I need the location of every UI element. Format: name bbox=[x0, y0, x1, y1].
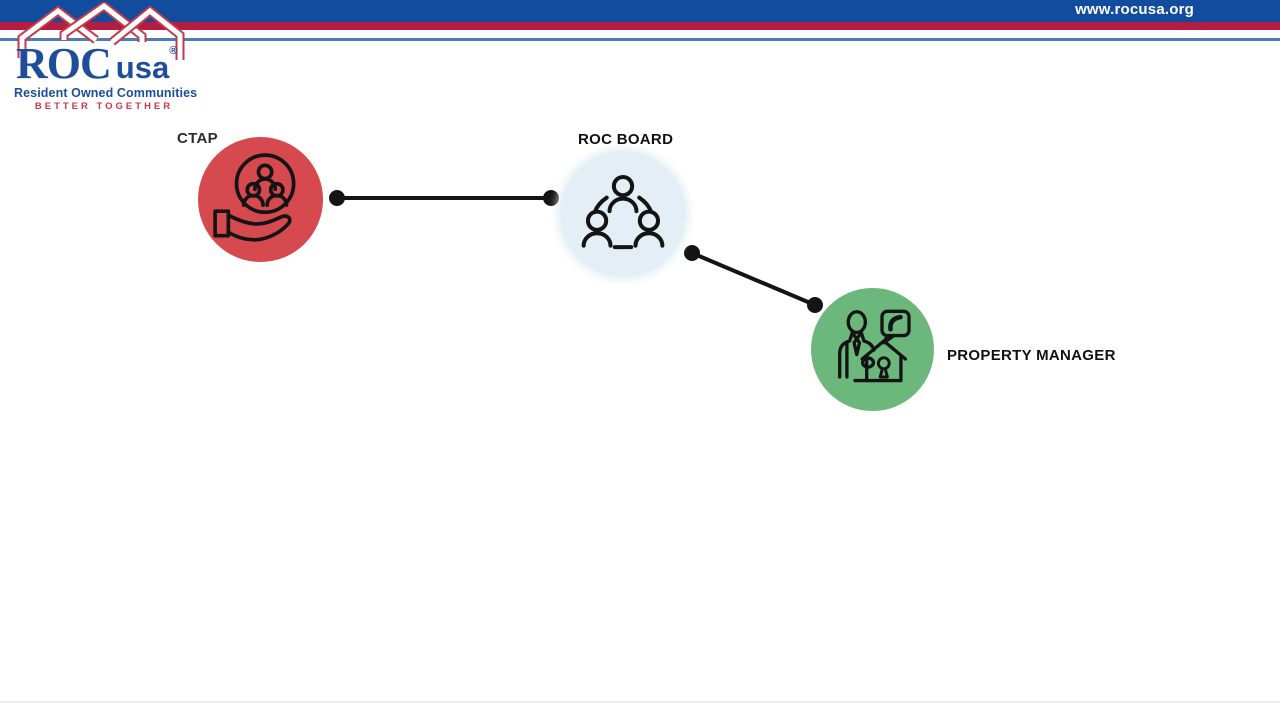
header-bar: www.rocusa.org bbox=[0, 0, 1280, 22]
logo-usa-text: usa bbox=[115, 50, 170, 85]
hand-holding-group-icon bbox=[212, 152, 295, 242]
header-blue-divider bbox=[0, 38, 1280, 41]
node-ctap bbox=[198, 137, 323, 262]
node-property-manager bbox=[811, 288, 934, 411]
website-url: www.rocusa.org bbox=[1075, 1, 1194, 18]
bottom-divider bbox=[0, 701, 1280, 703]
header-red-stripe bbox=[0, 22, 1280, 30]
team-network-icon bbox=[581, 175, 665, 250]
header-white-gap bbox=[0, 30, 1280, 38]
logo-roc-text: ROC bbox=[16, 39, 112, 88]
logo-tagline: Resident Owned Communities bbox=[14, 86, 198, 100]
registered-mark: ® bbox=[169, 45, 178, 57]
manager-phone-house-icon bbox=[837, 309, 911, 382]
node-label-ctap: CTAP bbox=[177, 130, 218, 147]
node-roc-board bbox=[560, 151, 686, 277]
node-label-property-manager: PROPERTY MANAGER bbox=[947, 347, 1116, 364]
logo-motto: BETTER TOGETHER bbox=[34, 101, 174, 112]
roofline-icon bbox=[17, 2, 185, 60]
node-label-roc-board: ROC BOARD bbox=[578, 131, 674, 148]
